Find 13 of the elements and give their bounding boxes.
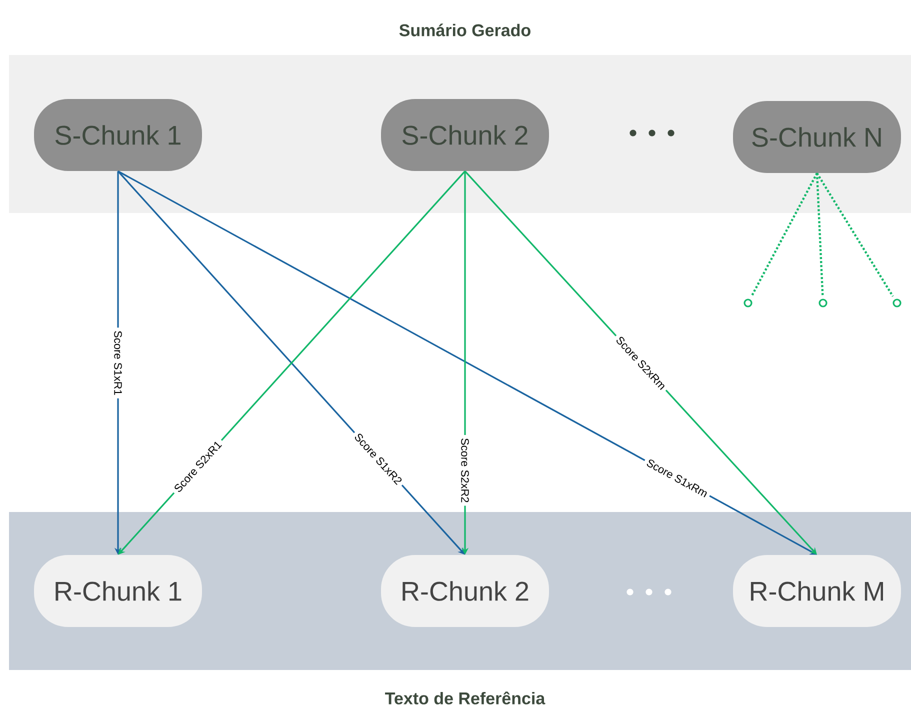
chunk-box: R-Chunk M bbox=[733, 555, 901, 627]
chunk-box: S-Chunk 2 bbox=[381, 99, 549, 171]
chunk-box: S-Chunk N bbox=[733, 101, 901, 173]
end-circle bbox=[744, 298, 752, 308]
edge-label: Score S2xR2 bbox=[458, 435, 472, 506]
chunk-box: R-Chunk 1 bbox=[34, 555, 202, 627]
edge-label: Score S1xR1 bbox=[111, 328, 125, 398]
end-circle bbox=[818, 298, 828, 308]
chunk-box: S-Chunk 1 bbox=[34, 99, 202, 171]
chunk-box: R-Chunk 2 bbox=[381, 555, 549, 627]
node-label: Sumário Gerado bbox=[399, 24, 530, 36]
end-circle bbox=[892, 298, 902, 308]
node-label: Texto de Referência bbox=[385, 692, 546, 704]
